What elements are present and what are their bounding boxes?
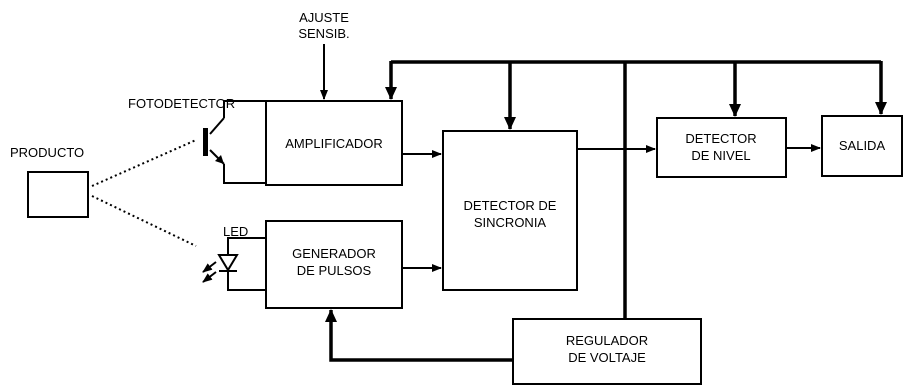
output-block — [821, 115, 903, 177]
sensitivity-adjust-label-line2: SENSIB. — [298, 26, 349, 41]
power-bus — [325, 60, 887, 362]
level-detector-block — [656, 117, 787, 178]
product-box — [27, 171, 89, 218]
pulse-generator-label-line1: GENERADOR — [292, 246, 376, 261]
led-label: LED — [223, 224, 248, 239]
product-label: PRODUCTO — [10, 145, 84, 160]
sync-detector-block — [442, 130, 578, 291]
sync-detector-label-line1: DETECTOR DE — [464, 198, 557, 213]
amplifier-block — [265, 100, 403, 186]
output-label: SALIDA — [839, 138, 886, 153]
voltage-regulator-label-line2: DE VOLTAJE — [568, 350, 646, 365]
sync-detector-label-line2: SINCRONIA — [474, 215, 547, 230]
voltage-regulator-block — [512, 318, 702, 385]
pulse-generator-label-line2: DE PULSOS — [297, 263, 372, 278]
photodetector-label: FOTODETECTOR — [128, 96, 235, 111]
beam-to-photodetector — [91, 139, 197, 187]
level-detector-label-line2: DE NIVEL — [691, 148, 750, 163]
sensitivity-adjust-label-line1: AJUSTE — [299, 10, 349, 25]
led-icon — [202, 237, 266, 291]
photodetector-icon — [203, 100, 266, 184]
pulse-generator-block — [265, 220, 403, 309]
amplifier-label: AMPLIFICADOR — [285, 136, 383, 151]
level-detector-label-line1: DETECTOR — [685, 131, 756, 146]
voltage-regulator-label-line1: REGULADOR — [566, 333, 648, 348]
beam-from-led — [91, 195, 197, 247]
